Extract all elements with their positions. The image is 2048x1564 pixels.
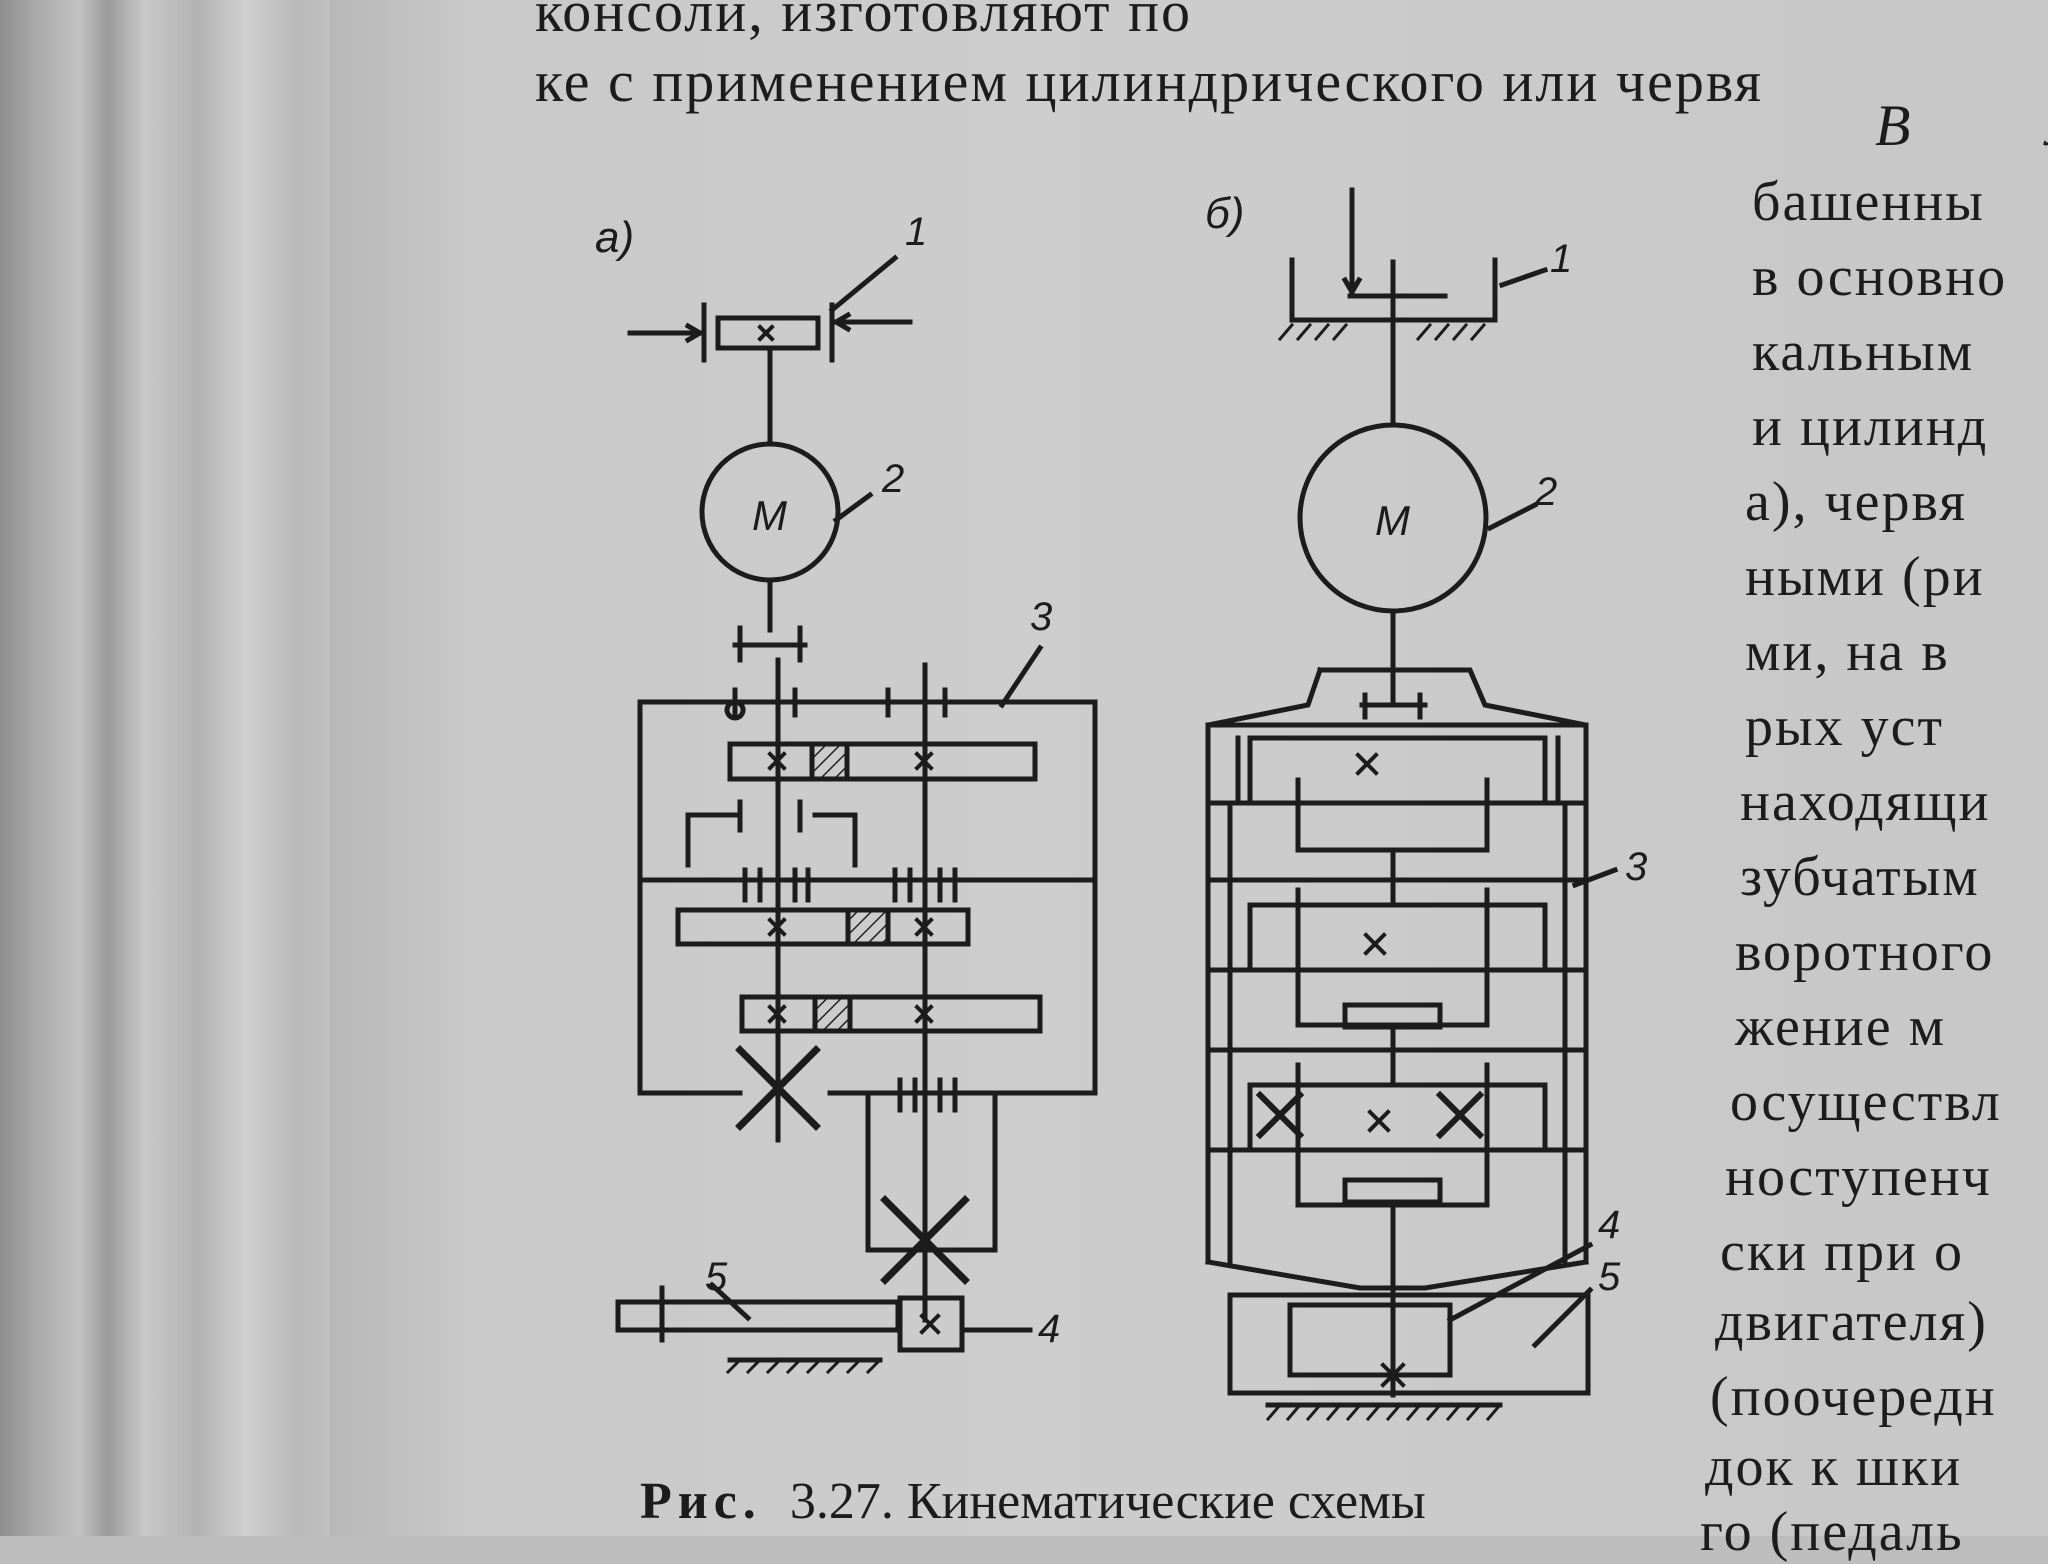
callout-a-3: 3 [1030, 595, 1052, 639]
right-col-line-16: двигателя) [1715, 1291, 1988, 1353]
diagram-b [1205, 187, 1619, 1422]
panel-b-label: б) [1205, 189, 1244, 238]
callout-a-2: 2 [881, 457, 904, 501]
callout-a-1: 1 [905, 210, 927, 254]
callout-b-3: 3 [1625, 845, 1647, 889]
right-col-line-5: а), червя [1745, 471, 1967, 533]
right-col-line-6: ными (ри [1745, 546, 1985, 608]
right-col-line-3: кальным [1752, 321, 1975, 383]
caption-label: Рис. [640, 1473, 762, 1530]
right-col-line-13: осуществл [1730, 1071, 2002, 1133]
right-col-line-15: ски при о [1720, 1221, 1964, 1283]
book-page [330, 0, 2048, 1536]
panel-a-label: а) [595, 213, 634, 262]
right-col-line-18: док к шки [1705, 1436, 1963, 1498]
callout-b-4: 4 [1598, 1203, 1620, 1247]
right-col-line-9: находящи [1740, 771, 1991, 833]
body-line-1: консоли, изготовляют по [535, 0, 1193, 44]
right-col-line-4: и цилинд [1752, 396, 1989, 458]
callout-b-1: 1 [1550, 237, 1572, 281]
right-col-line-1: башенны [1752, 171, 1985, 233]
body-line-2: ке с применением цилиндрического или чер… [535, 49, 1764, 114]
right-col-line-8: рых уст [1745, 696, 1944, 758]
right-col-line-2: в основно [1752, 246, 2008, 308]
book-spine [0, 0, 360, 1536]
right-col-line-11: воротного [1735, 921, 1995, 983]
right-col-line-10: зубчатым [1740, 846, 1980, 908]
right-col-line-12: жение м [1735, 996, 1947, 1058]
figure-caption: Рис. 3.27. Кинематические схемы [640, 1472, 1426, 1531]
caption-text: 3.27. Кинематические схемы [789, 1473, 1426, 1530]
motor-b-label: M [1375, 497, 1410, 544]
body-line-indent: В м [1875, 93, 2048, 158]
right-col-line-14: ноступенч [1725, 1146, 1992, 1208]
callout-b-5: 5 [1598, 1255, 1621, 1299]
callout-a-5: 5 [705, 1255, 728, 1299]
motor-a-label: M [752, 492, 787, 539]
right-col-line-7: ми, на в [1745, 621, 1950, 683]
diagram-a [615, 254, 1098, 1375]
callout-b-2: 2 [1534, 470, 1557, 514]
callout-a-4: 4 [1038, 1307, 1060, 1351]
right-col-line-17: (поочередн [1710, 1366, 1997, 1428]
